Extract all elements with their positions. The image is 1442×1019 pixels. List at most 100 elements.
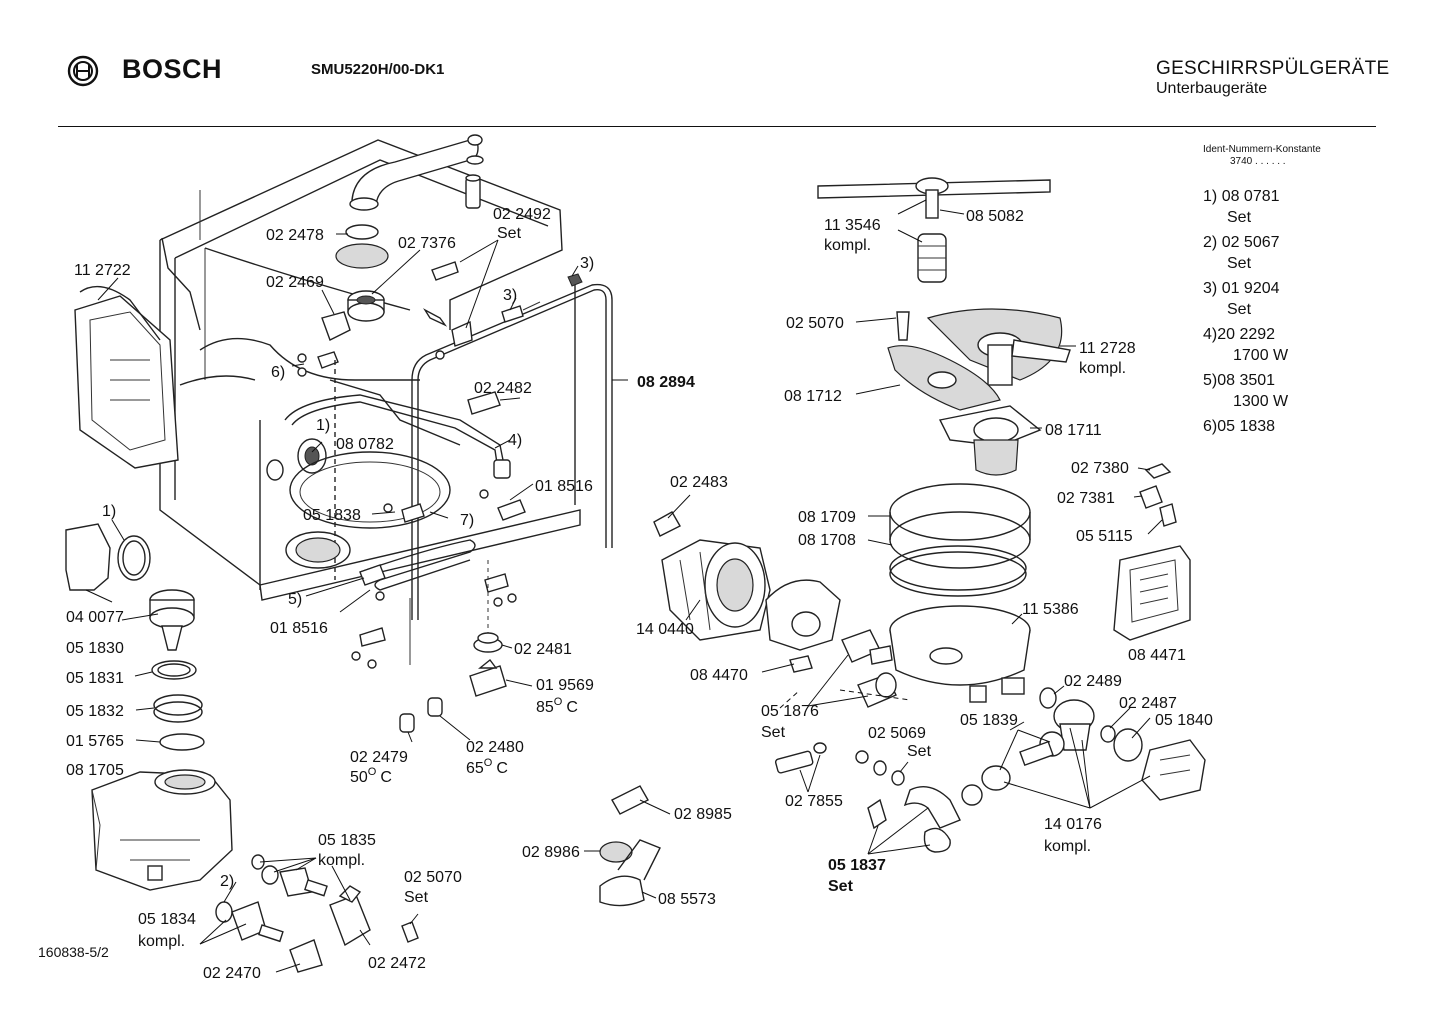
- clip-055115: [1159, 503, 1177, 527]
- label-025069: 02 5069: [868, 725, 926, 742]
- hose-051876: [841, 629, 897, 708]
- label-051832: 05 1832: [66, 703, 124, 720]
- label-3a: 3): [580, 255, 594, 272]
- door-seal-082894: [417, 289, 607, 620]
- bracket-022492-b: [451, 320, 473, 347]
- label-051840: 05 1840: [1155, 712, 1213, 729]
- label-051838: 05 1838: [303, 507, 361, 524]
- ring-051832: [153, 694, 203, 723]
- grommet-022481: [473, 632, 503, 653]
- thermo-switch-022479: [399, 713, 415, 733]
- label-112728-kompl: kompl.: [1079, 360, 1126, 377]
- legend-key: 6): [1203, 418, 1218, 435]
- ident-heading: Ident-Nummern-Konstante: [1203, 144, 1321, 155]
- valve-051835: [279, 867, 328, 897]
- clip-022483: [653, 511, 681, 537]
- clip-018516-b: [359, 564, 386, 586]
- label-3b: 3): [503, 287, 517, 304]
- ring-022489: [1039, 687, 1057, 709]
- clip-022469: [321, 311, 351, 341]
- temp-value: 50: [350, 769, 368, 786]
- spray-arm-113546: [817, 177, 1051, 283]
- label-1b: 1): [102, 503, 116, 520]
- legend-key: 4): [1203, 326, 1218, 343]
- nut-027376: [347, 290, 385, 322]
- float-085573: [599, 839, 661, 907]
- label-4: 4): [508, 432, 522, 449]
- seal-080782: [297, 438, 327, 474]
- label-140176-kompl: kompl.: [1044, 838, 1091, 855]
- bosch-logo-icon: [67, 55, 99, 87]
- fine-filter-081712: [887, 345, 1001, 411]
- brand-name: BOSCH: [122, 54, 223, 84]
- label-022480: 02 2480: [466, 739, 524, 756]
- ident-block: Ident-Nummern-Konstante 3740 . . . . . .: [1203, 144, 1321, 168]
- label-051835-kompl: kompl.: [318, 852, 365, 869]
- legend-part: 08 0781: [1221, 188, 1280, 205]
- label-051834-kompl: kompl.: [138, 933, 185, 950]
- label-051834: 05 1834: [138, 911, 196, 928]
- ring-081708: [889, 545, 1027, 597]
- ident-value: 3740 . . . . . .: [1230, 156, 1286, 167]
- label-018516b: 01 8516: [270, 620, 328, 637]
- valve-051834: [231, 901, 284, 943]
- legend-note: 1300 W: [1233, 393, 1289, 410]
- temp-value: 65: [466, 760, 484, 777]
- label-051830: 05 1830: [66, 640, 124, 657]
- coil-022470: [289, 939, 323, 973]
- label-7: 7): [460, 512, 474, 529]
- ring-081709: [889, 483, 1031, 569]
- label-027381: 02 7381: [1057, 490, 1115, 507]
- label-082894: 08 2894: [637, 374, 695, 391]
- clip-6: [317, 351, 339, 369]
- clip-027380: [1144, 463, 1172, 479]
- temp-unit: C: [380, 769, 392, 786]
- header-divider: [58, 126, 1376, 127]
- spray-arm-feed-tube: [351, 138, 479, 206]
- label-085082: 08 5082: [966, 208, 1024, 225]
- hose-kit-140176: [961, 731, 1065, 806]
- label-018516a: 01 8516: [535, 478, 593, 495]
- degree-mark: O: [554, 696, 563, 708]
- label-112728: 11 2728: [1079, 340, 1136, 357]
- label-027855: 02 7855: [785, 793, 843, 810]
- label-019569: 01 9569: [536, 677, 594, 694]
- heating-element-5: [359, 539, 476, 591]
- label-025070b-set: Set: [404, 889, 429, 906]
- panel-084471: [1113, 545, 1191, 641]
- thermo-switch-022480: [427, 697, 443, 717]
- label-022483: 02 2483: [670, 474, 728, 491]
- document-id: 160838-5/2: [38, 944, 109, 960]
- label-081705: 08 1705: [66, 762, 124, 779]
- label-022492-set: Set: [497, 225, 522, 242]
- bracket-040077: [65, 523, 111, 591]
- filter-112728: [926, 308, 1071, 386]
- legend-part: 05 1838: [1217, 418, 1276, 435]
- label-028986: 02 8986: [522, 844, 580, 861]
- label-022481: 02 2481: [514, 641, 572, 658]
- legend-key: 2): [1203, 234, 1218, 251]
- label-027380: 02 7380: [1071, 460, 1129, 477]
- label-022470: 02 2470: [203, 965, 261, 982]
- label-028985: 02 8985: [674, 806, 732, 823]
- legend-note: Set: [1227, 255, 1252, 272]
- disc-028986: [599, 841, 633, 863]
- spring-028985: [611, 785, 649, 815]
- cap-022487: [1100, 725, 1116, 743]
- clip-018516-a: [497, 499, 526, 521]
- legend-note: 1700 W: [1233, 347, 1289, 364]
- category-subtitle: Unterbaugeräte: [1156, 80, 1268, 97]
- label-051835: 05 1835: [318, 832, 376, 849]
- microfilter-081711: [938, 405, 1042, 476]
- screw-3: [501, 305, 524, 323]
- label-080782: 08 0782: [336, 436, 394, 453]
- label-025070b: 02 5070: [404, 869, 462, 886]
- softener-081705: [91, 769, 233, 891]
